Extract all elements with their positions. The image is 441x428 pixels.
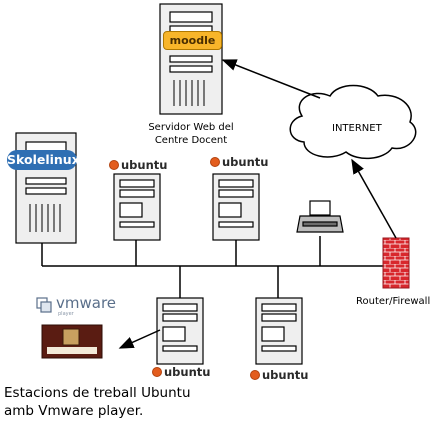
ubuntu-circle-icon [152,367,162,377]
printer-icon [296,200,344,233]
web-server-label-line1: Servidor Web del [148,122,234,133]
vmware-logo: vmware player [36,294,116,317]
workstation-3 [156,297,204,365]
ubuntu-text: ubuntu [164,365,211,379]
ubuntu-circle-icon [250,370,260,380]
ubuntu-logo-4: ubuntu [250,368,308,382]
web-server-tower [159,3,223,115]
ubuntu-logo-2: ubuntu [210,155,268,169]
connection-arrows [118,59,397,349]
network-bus [41,236,392,298]
moodle-badge: moodle [163,31,222,50]
internet-cloud [289,84,417,160]
ubuntu-logo-1: ubuntu [109,158,167,172]
ubuntu-circle-icon [109,160,119,170]
vmware-player-box [41,324,103,359]
skolelinux-badge: Skolelinux [7,150,80,170]
ubuntu-text: ubuntu [121,158,168,172]
ubuntu-text: ubuntu [222,155,269,169]
caption: Estacions de treball Ubuntu amb Vmware p… [4,384,191,420]
ubuntu-logo-3: ubuntu [152,365,210,379]
vmware-logo-text: vmware [56,294,117,312]
workstation-1 [113,173,161,241]
caption-line2: amb Vmware player. [4,403,144,419]
internet-label: INTERNET [332,123,382,134]
router-firewall-label: Router/Firewall [356,296,431,307]
vmware-logo-icon [36,297,52,313]
ubuntu-text: ubuntu [262,368,309,382]
web-server-label-line2: Centre Docent [154,135,228,146]
ubuntu-circle-icon [210,157,220,167]
vmware-sub-text: player [58,311,74,317]
workstation-2 [212,173,260,241]
workstation-4 [255,297,303,365]
router-firewall-icon [382,237,410,289]
caption-line1: Estacions de treball Ubuntu [4,385,191,401]
